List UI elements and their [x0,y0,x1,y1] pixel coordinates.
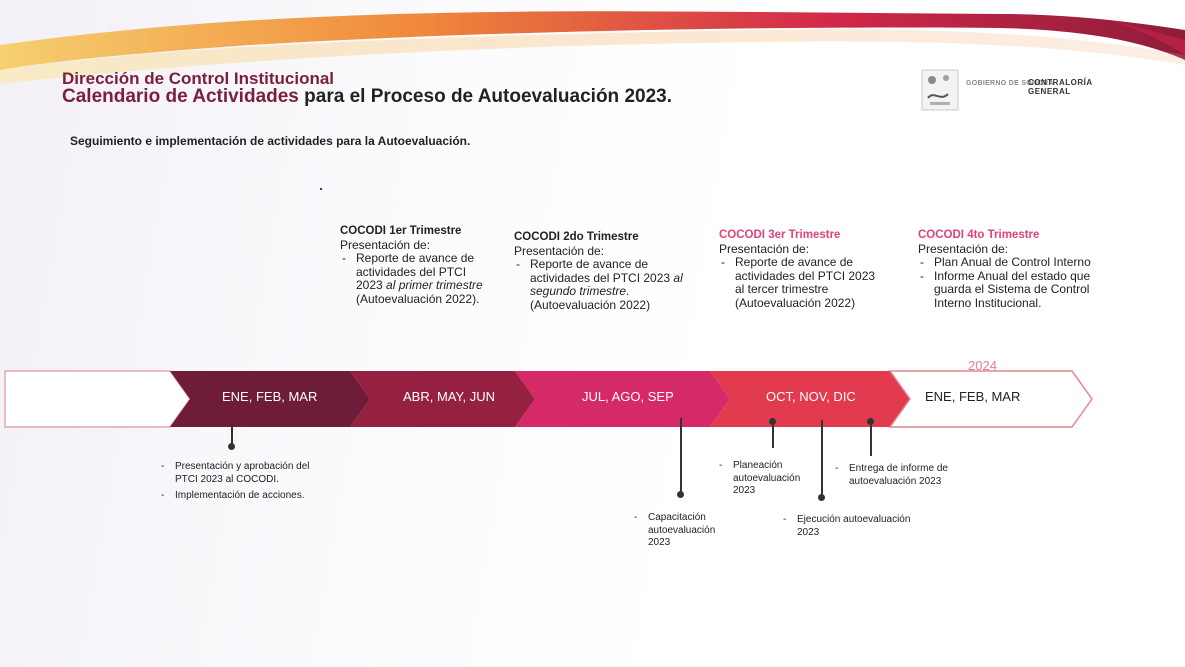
top-banner-swoosh [0,11,1185,84]
timeline-segment-q2 [350,371,535,427]
timeline-segment-q3 [515,371,730,427]
logo-org-line2: GENERAL [1028,87,1071,96]
quarter-intro: Presentación de: [340,237,431,252]
quarter-4-box: COCODI 4to Trimestre Presentación de: Pl… [918,229,1108,310]
quarter-items: Reporte de avance de actividades del PTC… [340,251,490,306]
logo-org-line1: CONTRALORÍA [1028,78,1093,87]
logo-org-name: CONTRALORÍA GENERAL [1028,78,1093,96]
year-label: 2024 [968,358,997,373]
stem-planeacion [772,420,774,448]
quarter-items: Reporte de avance de actividades del PTC… [514,257,689,312]
page-subtitle: Seguimiento e implementación de activida… [70,134,471,148]
header-title-accent: Calendario de Actividades [62,86,299,107]
quarter-heading: COCODI 4to Trimestre [918,229,1040,241]
stem-entrega [870,420,872,456]
quarter-intro: Presentación de: [918,241,1009,256]
timeline-segment-q4 [710,371,910,427]
stray-dot [320,188,322,190]
quarter-item: Reporte de avance de actividades del PTC… [514,257,689,312]
quarter-items: Plan Anual de Control Interno Informe An… [918,255,1108,311]
quarter-item: Reporte de avance de actividades del PTC… [719,255,884,310]
stem-ejecucion [821,420,823,496]
quarter-2-box: COCODI 2do Trimestre Presentación de: Re… [514,231,689,312]
header-title-rest: para el Proceso de Autoevaluación 2023. [298,86,672,107]
timeline-segment-next-q1 [888,370,1093,428]
quarter-heading: COCODI 2do Trimestre [514,231,639,243]
note-capacitacion: -Capacitación autoevaluación 2023 [634,512,716,548]
timeline-start-segment [4,370,191,428]
quarter-items: Reporte de avance de actividades del PTC… [719,255,884,310]
quarter-intro: Presentación de: [719,241,810,256]
timeline-band [4,370,1093,428]
stem-dot-q1 [228,443,235,450]
quarter-heading: COCODI 1er Trimestre [340,225,462,237]
quarter-3-box: COCODI 3er Trimestre Presentación de: Re… [719,229,884,310]
stem-dot-entrega [867,418,874,425]
quarter-item: Informe Anual del estado que guarda el S… [918,269,1108,311]
note-q1-b: -Implementación de acciones. [161,490,305,501]
stem-capacitacion [680,418,682,494]
note-entrega: -Entrega de informe de autoevaluación 20… [835,463,948,487]
timeline-segment-q1 [170,371,370,427]
stem-dot-ejecucion [818,494,825,501]
sonora-seal-icon [921,69,959,111]
timeline-label-next-q1: ENE, FEB, MAR [925,389,1021,404]
header-title-line2: Calendario de Actividades para el Proces… [62,86,672,108]
logo-gov-text: GOBIERNO DE SONORA [966,80,1054,87]
quarter-1-box: COCODI 1er Trimestre Presentación de: Re… [340,225,490,306]
stem-q1 [231,424,233,446]
timeline-label-q1: ENE, FEB, MAR [222,389,318,404]
timeline-label-q2: ABR, MAY, JUN [403,389,495,404]
stem-dot-capacitacion [677,491,684,498]
stem-dot-planeacion [769,418,776,425]
quarter-heading: COCODI 3er Trimestre [719,229,841,241]
quarter-item: Plan Anual de Control Interno [918,255,1108,270]
header-title-line1: Dirección de Control Institucional [62,69,335,88]
timeline-label-q3: JUL, AGO, SEP [582,389,674,404]
contraloria-logo: GOBIERNO DE SONORA CONTRALORÍA GENERAL [920,68,1100,114]
note-planeacion: -Planeación autoevaluación 2023 [719,460,801,496]
note-q1-a: -Presentación y aprobación del PTCI 2023… [161,461,310,485]
timeline-label-q4: OCT, NOV, DIC [766,389,856,404]
quarter-item: Reporte de avance de actividades del PTC… [340,251,490,306]
note-ejecucion: -Ejecución autoevaluación 2023 [783,514,911,538]
quarter-intro: Presentación de: [514,243,605,258]
